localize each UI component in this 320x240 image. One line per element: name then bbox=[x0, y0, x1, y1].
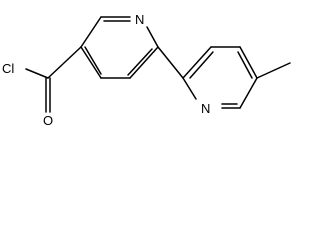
bond bbox=[182, 46, 212, 79]
bond bbox=[239, 77, 258, 109]
chemical-structure: Cl O N N bbox=[2, 12, 291, 128]
atom-label-nitrogen-upper: N bbox=[135, 12, 144, 27]
pyridine-ring-upper bbox=[80, 16, 159, 79]
atom-label-oxygen: O bbox=[43, 113, 53, 128]
bond bbox=[146, 26, 159, 48]
methyl-bond bbox=[256, 62, 291, 79]
bond bbox=[129, 46, 159, 79]
biaryl-bond bbox=[157, 46, 184, 79]
double-bond-inner bbox=[189, 51, 214, 79]
pyridine-ring-lower bbox=[182, 46, 258, 109]
double-bond-inner bbox=[127, 48, 153, 76]
bond bbox=[80, 46, 102, 79]
bond bbox=[182, 77, 197, 100]
double-bond-inner bbox=[237, 51, 253, 79]
acyl-chloride-group bbox=[25, 46, 82, 113]
atom-label-chlorine: Cl bbox=[2, 61, 14, 76]
bond bbox=[80, 16, 102, 48]
bond bbox=[239, 46, 258, 79]
bond bbox=[47, 46, 82, 79]
double-bond-inner bbox=[84, 46, 102, 75]
atom-label-nitrogen-lower: N bbox=[201, 101, 210, 116]
bond bbox=[25, 68, 49, 79]
